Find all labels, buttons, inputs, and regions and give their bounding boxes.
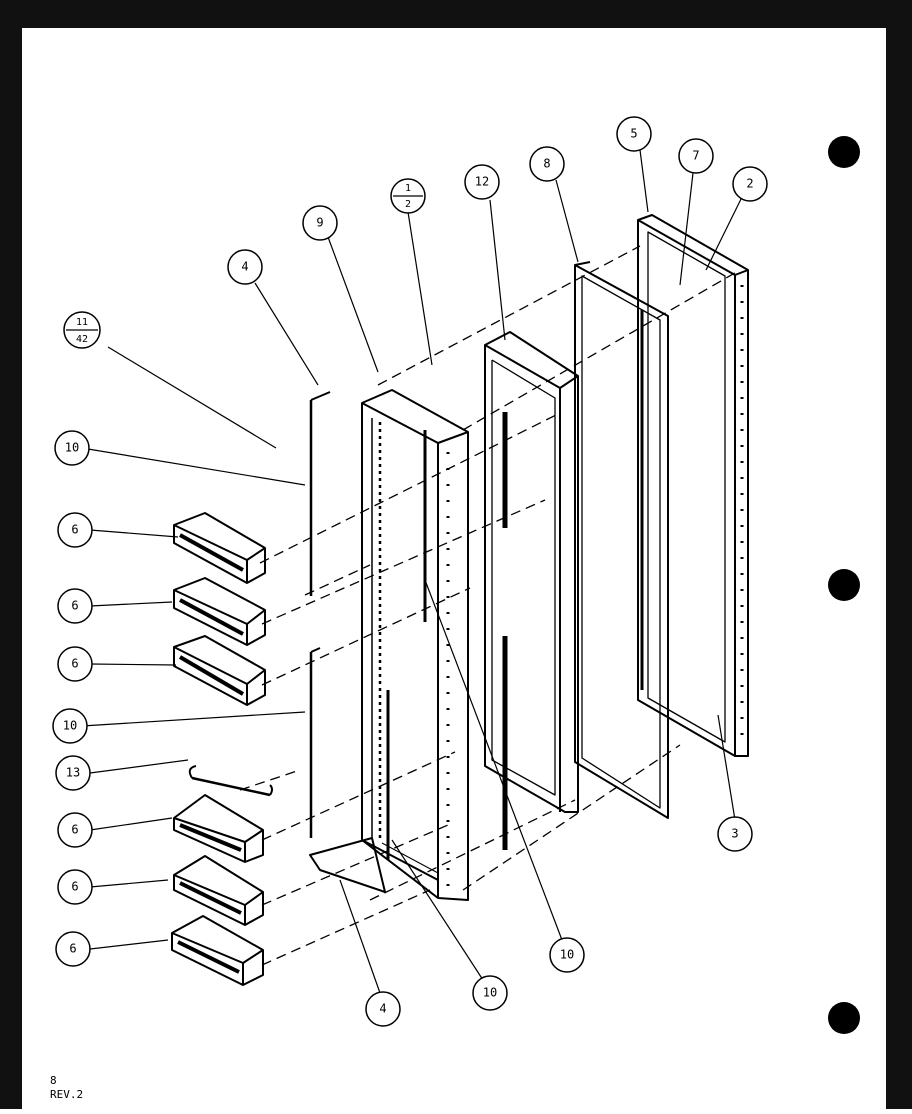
callout-10-d-label: 10 [560,948,574,962]
callout-4-top: 4 [227,249,263,285]
retainer-rod [188,765,273,797]
callout-6-d: 6 [57,812,93,848]
callout-2: 2 [732,166,768,202]
callout-3: 3 [717,816,753,852]
shelf-rail-upper [309,391,331,596]
door-bin-1 [173,512,266,584]
door-bin-2 [173,577,266,646]
callout-4-bottom: 4 [365,991,401,1027]
callout-6-e: 6 [57,869,93,905]
callout-1-2-numerator: 1 [405,183,411,194]
callout-1-2: 1 2 [390,178,426,214]
shelf-rail-lower [309,647,321,838]
callout-7: 7 [678,138,714,174]
callout-10-b-label: 10 [63,719,77,733]
door-bin-4 [173,794,264,863]
callout-6-c-label: 6 [71,657,78,671]
callout-12: 12 [464,164,500,200]
callout-11-42-numerator: 11 [76,317,88,328]
callout-12-label: 12 [475,175,489,189]
outer-door [637,214,749,757]
callout-10-c: 10 [472,975,508,1011]
door-bin-5 [173,855,264,926]
callout-7-label: 7 [692,149,699,163]
callout-11-42: 11 42 [63,311,101,349]
callout-8-label: 8 [543,157,550,171]
callout-6-f-label: 6 [69,942,76,956]
callout-13-label: 13 [66,766,80,780]
callout-5: 5 [616,116,652,152]
callout-9: 9 [302,205,338,241]
page-number: 8 [50,1074,57,1087]
revision-label: REV.2 [50,1088,83,1101]
bottom-cap [309,837,386,893]
callout-4-top-label: 4 [241,260,248,274]
callout-13: 13 [55,755,91,791]
callout-6-b-label: 6 [71,599,78,613]
callout-2-label: 2 [746,177,753,191]
callout-10-a: 10 [54,430,90,466]
binder-hole-bottom [828,1002,860,1034]
callout-10-c-label: 10 [483,986,497,1000]
door-frame [484,331,579,850]
callout-8: 8 [529,146,565,182]
binder-hole-middle [828,569,860,601]
paper [22,28,886,1109]
callout-6-e-label: 6 [71,880,78,894]
binder-hole-top [828,136,860,168]
callout-6-a-label: 6 [71,523,78,537]
callout-3-label: 3 [731,827,738,841]
callout-1-2-denominator: 2 [405,199,411,210]
callout-6-f: 6 [55,931,91,967]
callout-4-bottom-label: 4 [379,1002,386,1016]
leader-lines [81,149,743,994]
callout-6-b: 6 [57,588,93,624]
callout-10-a-label: 10 [65,441,79,455]
callout-9-label: 9 [316,216,323,230]
callout-11-42-denominator: 42 [76,334,88,345]
door-bin-6 [171,915,264,986]
callout-6-a: 6 [57,512,93,548]
callout-5-label: 5 [630,127,637,141]
callout-6-c: 6 [57,646,93,682]
door-bin-3 [173,635,266,706]
callout-6-d-label: 6 [71,823,78,837]
callout-10-b: 10 [52,708,88,744]
callout-10-d: 10 [549,937,585,973]
